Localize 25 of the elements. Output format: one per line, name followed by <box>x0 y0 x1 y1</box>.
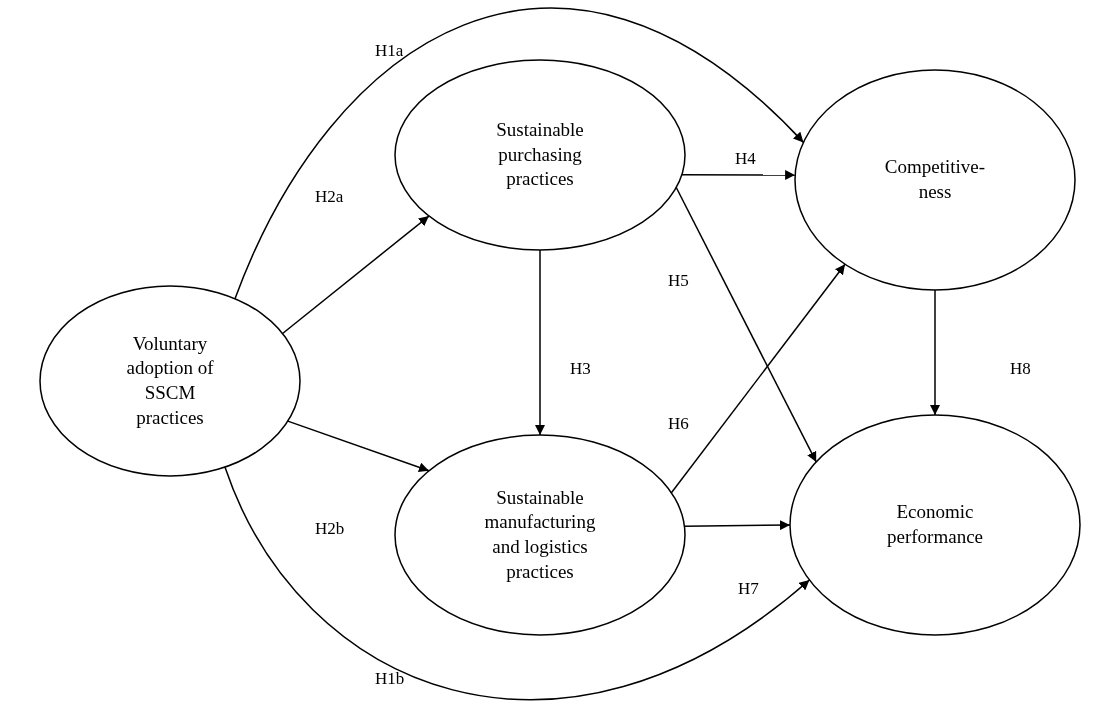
edge-label: H8 <box>1010 360 1031 377</box>
node-label: Voluntary adoption of SSCM practices <box>125 331 215 430</box>
edge-label: H6 <box>668 415 689 432</box>
edge-label: H3 <box>570 360 591 377</box>
edge-label: H2b <box>315 520 345 537</box>
arrow <box>930 289 940 416</box>
node-label: Sustainable purchasing practices <box>495 117 585 192</box>
arrow <box>681 170 796 180</box>
edge-label: H4 <box>735 150 756 167</box>
arrow <box>683 520 791 531</box>
arrow <box>670 263 846 494</box>
node-label: Economic performance <box>886 500 984 549</box>
edge-label: H2a <box>315 188 344 205</box>
arrow <box>224 466 811 700</box>
edge-label: H5 <box>668 272 689 289</box>
arrow <box>675 186 817 463</box>
arrow <box>287 420 430 473</box>
arrow <box>234 8 805 300</box>
arrow <box>281 215 430 335</box>
edge-label: H1b <box>375 670 405 687</box>
edge-label: H7 <box>738 580 759 597</box>
edge-label: H1a <box>375 42 404 59</box>
arrow <box>535 249 545 436</box>
node-label: Sustainable manufacturing and logistics practices <box>483 485 597 584</box>
node-label: Competitive- ness <box>883 155 987 204</box>
